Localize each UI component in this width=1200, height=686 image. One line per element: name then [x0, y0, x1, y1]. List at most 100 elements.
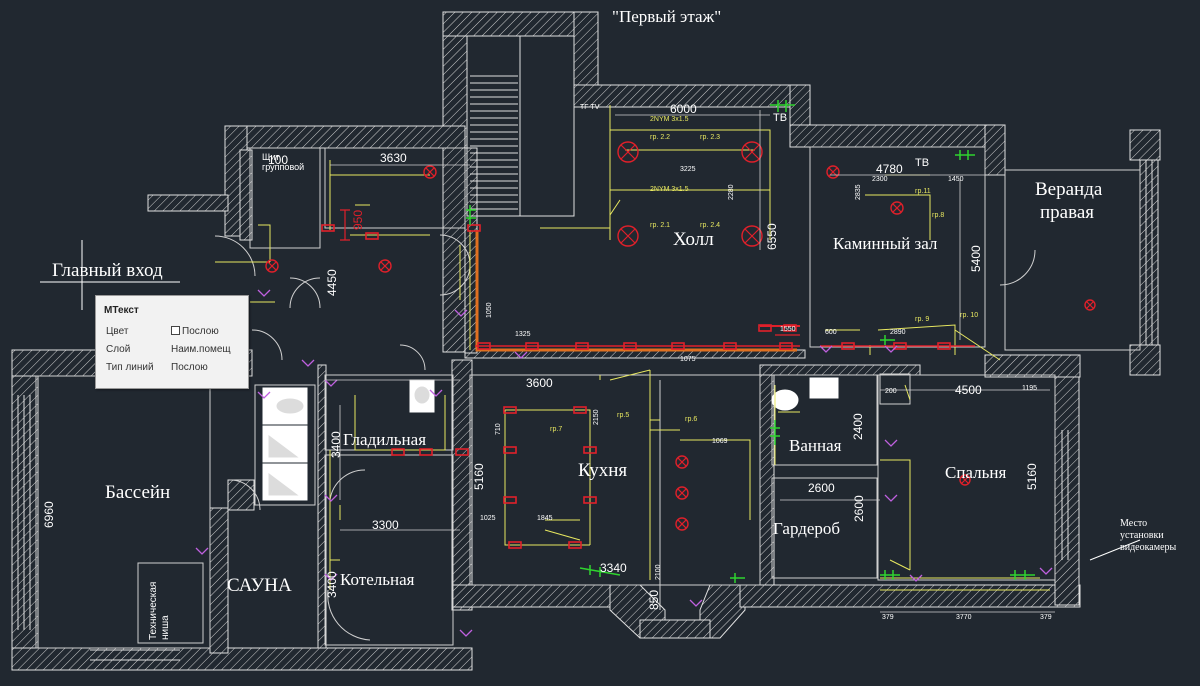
entrance-marker	[40, 240, 1141, 561]
dim-200: 200	[885, 388, 897, 395]
dim-1325: 1325	[515, 331, 531, 338]
camera-note-line2: установки	[1120, 530, 1164, 541]
socket-icon	[841, 342, 855, 350]
room-hall: Холл	[673, 229, 714, 250]
socket-icon	[477, 342, 491, 350]
cable-trays	[475, 230, 975, 352]
room-bathroom: Ванная	[789, 436, 842, 455]
room-fireplace: Каминный зал	[833, 234, 938, 253]
switches	[466, 100, 1035, 583]
lamp-icon	[617, 225, 639, 247]
dim-950: 950	[351, 209, 365, 230]
dim-fireplace-width: 4780	[876, 162, 903, 176]
dim-hall-width: 6000	[670, 102, 697, 116]
tag-gr7: гр.7	[550, 426, 563, 433]
tag-gr9: гр. 9	[915, 316, 930, 323]
dim-600: 600	[825, 329, 837, 336]
tag-gr11: гр.11	[915, 188, 931, 195]
socket-icon	[568, 541, 582, 549]
tag-gr22: гр. 2.2	[650, 134, 671, 141]
dim-veranda-height: 5400	[969, 245, 983, 272]
dim-boiler-height: 3400	[325, 571, 339, 598]
socket-icon	[723, 342, 737, 350]
socket-outlets	[321, 224, 951, 549]
prop-label-layer: Слой	[106, 344, 131, 355]
room-bedroom: Спальня	[945, 463, 1007, 482]
socket-icon	[758, 324, 772, 332]
dim-1845: 1845	[537, 515, 553, 522]
room-kitchen: Кухня	[578, 460, 628, 481]
dim-1069: 1069	[712, 438, 728, 445]
walls	[11, 11, 1161, 671]
tech-niche-line2: ниша	[160, 615, 171, 640]
socket-icon	[503, 406, 517, 414]
socket-icon	[893, 342, 907, 350]
prop-label-color: Цвет	[106, 326, 129, 337]
socket-icon	[783, 324, 797, 332]
lamp-icon	[675, 517, 689, 531]
lamp-icon	[378, 259, 392, 273]
dim-pool-height: 6960	[42, 501, 56, 528]
dim-1025: 1025	[480, 515, 496, 522]
dim-3770: 3770	[956, 614, 972, 621]
lamp-icon	[890, 201, 904, 215]
tag-nym-2: 2NYM 3x1.5	[650, 186, 689, 193]
dim-710: 710	[495, 423, 502, 435]
tag-gr10: гр. 10	[960, 312, 979, 319]
socket-icon	[623, 342, 637, 350]
drawing-title: "Первый этаж"	[612, 7, 722, 26]
socket-icon	[455, 448, 469, 456]
room-pool: Бассейн	[105, 482, 171, 503]
lamp-icon	[265, 259, 279, 273]
dim-left-room-width: 3630	[380, 151, 407, 165]
camera-note-line1: Место	[1120, 518, 1148, 529]
group-board-line1: Щит	[262, 152, 280, 162]
dim-3225: 3225	[680, 166, 696, 173]
room-boiler: Котельная	[340, 570, 415, 589]
room-ironing: Гладильная	[343, 430, 427, 449]
dim-379a: 379	[882, 614, 894, 621]
dim-1075: 1075	[680, 356, 696, 363]
prop-value-color-text: Послою	[182, 326, 219, 337]
dim-2890: 2890	[890, 329, 906, 336]
dim-bay-depth: 850	[647, 589, 661, 610]
socket-icon	[321, 224, 335, 232]
socket-icon	[937, 342, 951, 350]
tag-gr6: гр.6	[685, 416, 698, 423]
tag-gr5: гр.5	[617, 412, 630, 419]
room-veranda-1: Веранда	[1035, 179, 1103, 200]
dim-wardrobe-width: 2600	[808, 481, 835, 495]
dim-1450: 1450	[948, 176, 964, 183]
dim-100: 100	[268, 153, 289, 167]
camera-note-line3: видеокамеры	[1120, 542, 1177, 553]
lamp-icon	[675, 455, 689, 469]
dim-hall-height: 6550	[765, 223, 779, 250]
room-veranda-2: правая	[1040, 202, 1094, 223]
socket-icon	[575, 342, 589, 350]
dimension-lines	[325, 110, 1055, 613]
lamp-icon	[617, 141, 639, 163]
socket-icon	[419, 448, 433, 456]
dim-2300: 2300	[872, 176, 888, 183]
dim-bedroom-height: 5160	[1025, 463, 1039, 490]
tech-niche-line1: Техническая	[148, 581, 159, 640]
socket-icon	[467, 224, 481, 232]
sensor-symbols	[195, 289, 1053, 637]
dim-boiler-width: 3300	[372, 518, 399, 532]
room-sauna: САУНА	[227, 575, 292, 596]
dim-1050: 1050	[486, 302, 493, 318]
prop-value-linetype: Послою	[171, 362, 208, 373]
dim-2280: 2280	[728, 184, 735, 200]
socket-icon	[503, 446, 517, 454]
dim-1550: 1550	[780, 326, 796, 333]
lamp-icon	[826, 165, 840, 179]
room-outlines	[35, 146, 1141, 649]
lamp-icon	[1084, 299, 1096, 311]
tag-nym-1: 2NYM 3x1.5	[650, 116, 689, 123]
dim-2835: 2835	[855, 184, 862, 200]
tag-gr8: гр.8	[932, 212, 945, 219]
tag-tv-1: ТВ	[773, 112, 788, 124]
dim-2100: 2100	[655, 564, 662, 580]
room-wardrobe: Гардероб	[773, 519, 841, 538]
room-main-entrance: Главный вход	[52, 260, 163, 281]
